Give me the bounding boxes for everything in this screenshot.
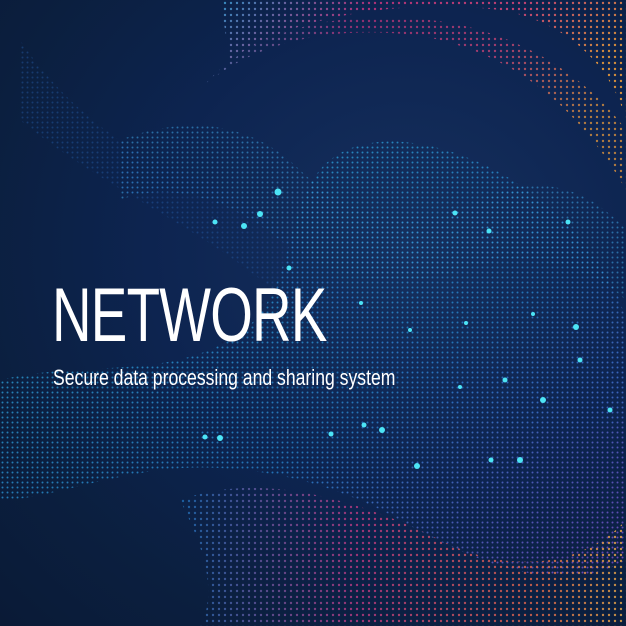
bottom-band-dots [180,487,626,626]
headline: NETWORK [52,273,327,358]
outer-rim-dots [200,0,626,191]
highlight-dots [202,188,613,469]
wave-body-dots [0,40,626,577]
subheadline: Secure data processing and sharing syste… [53,365,396,390]
